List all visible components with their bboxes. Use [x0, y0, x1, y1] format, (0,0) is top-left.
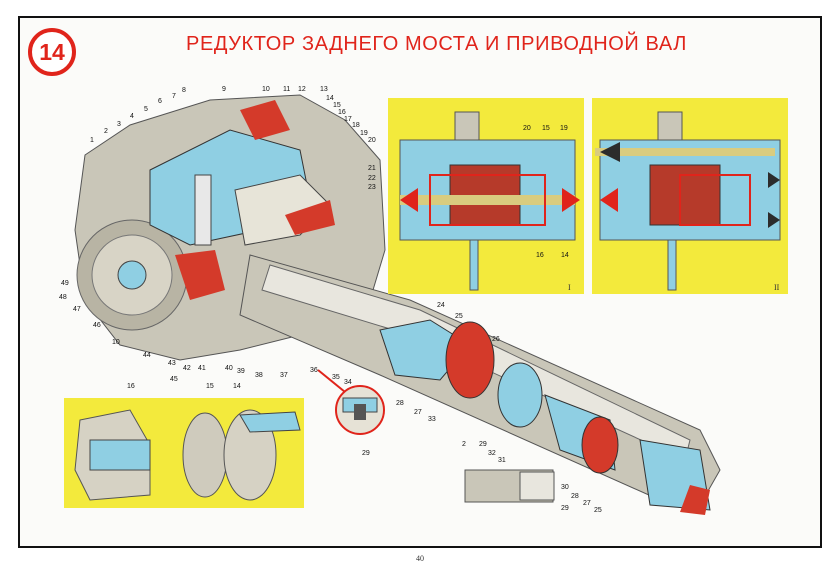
callout: 48 [59, 294, 67, 301]
callout: 16 [536, 252, 544, 259]
callout: 27 [583, 500, 591, 507]
callout: 44 [143, 352, 151, 359]
panel-numeral-II: II [774, 283, 780, 292]
callout: 41 [198, 365, 206, 372]
callout: 22 [368, 175, 376, 182]
callout: 2 [104, 128, 108, 135]
page-number: 40 [416, 554, 424, 563]
callout: 43 [168, 360, 176, 367]
callout: 14 [233, 383, 241, 390]
callout: 30 [561, 484, 569, 491]
callout: 6 [158, 98, 162, 105]
callout: 9 [222, 86, 226, 93]
callout: 15 [333, 102, 341, 109]
callout: 19 [360, 130, 368, 137]
callout: 16 [338, 109, 346, 116]
callout: 14 [561, 252, 569, 259]
panel-numeral-I: I [568, 283, 571, 292]
magnified-detail-29 [317, 369, 385, 435]
callout: 28 [396, 400, 404, 407]
callout: 37 [280, 372, 288, 379]
figure-number-badge: 14 [28, 28, 76, 76]
page-title: РЕДУКТОР ЗАДНЕГО МОСТА И ПРИВОДНОЙ ВАЛ [186, 33, 687, 55]
drive-shaft-cutaway [239, 254, 721, 515]
callout: 36 [310, 367, 318, 374]
callout: 29 [479, 441, 487, 448]
callout: 40 [225, 365, 233, 372]
callout: 47 [73, 306, 81, 313]
callout: 34 [344, 379, 352, 386]
callout: 29 [362, 450, 370, 457]
callout: 15 [542, 125, 550, 132]
callout: 11 [283, 86, 291, 93]
callout: 3 [117, 121, 121, 128]
callout: 28 [571, 493, 579, 500]
callout: 25 [455, 313, 463, 320]
callout: 24 [437, 302, 445, 309]
callout: 26 [492, 336, 500, 343]
callout: 31 [498, 457, 506, 464]
callout: 12 [298, 86, 306, 93]
panel-I-lock-disengaged [388, 98, 584, 294]
callout: 29 [561, 505, 569, 512]
callout: 14 [326, 95, 334, 102]
callout: 10 [112, 339, 120, 346]
callout: 21 [368, 165, 376, 172]
callout: 25 [594, 507, 602, 514]
callout: 2 [462, 441, 466, 448]
shaft-detail-part [464, 469, 555, 503]
callout: 20 [523, 125, 531, 132]
callout: 49 [61, 280, 69, 287]
callout: 4 [130, 113, 134, 120]
callout: 5 [144, 106, 148, 113]
callout: 23 [368, 184, 376, 191]
callout: 1 [90, 137, 94, 144]
callout: 39 [237, 368, 245, 375]
callout: 17 [344, 116, 352, 123]
callout: 42 [183, 365, 191, 372]
callout: 16 [127, 383, 135, 390]
callout: 35 [332, 374, 340, 381]
callout: 27 [414, 409, 422, 416]
callout: 46 [93, 322, 101, 329]
callout: 8 [182, 87, 186, 94]
callout: 18 [352, 122, 360, 129]
callout: 7 [172, 93, 176, 100]
callout: 32 [488, 450, 496, 457]
callout: 13 [320, 86, 328, 93]
callout: 19 [560, 125, 568, 132]
callout: 20 [368, 137, 376, 144]
callout: 10 [262, 86, 270, 93]
callout: 15 [206, 383, 214, 390]
panel-II-lock-engaged [592, 98, 788, 294]
callout: 45 [170, 376, 178, 383]
detail-gear-coupling [64, 398, 304, 508]
figure-number: 14 [39, 39, 65, 65]
callout: 38 [255, 372, 263, 379]
callout: 33 [428, 416, 436, 423]
